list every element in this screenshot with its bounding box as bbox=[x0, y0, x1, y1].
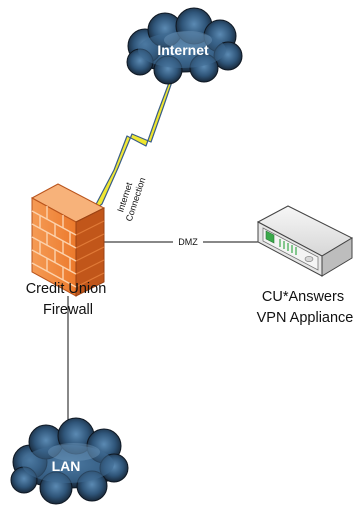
dmz-label: DMZ bbox=[178, 237, 198, 247]
dmz-label-bg bbox=[173, 235, 203, 248]
lan-label: LAN bbox=[52, 458, 81, 474]
internet-label: Internet bbox=[157, 42, 209, 58]
vpn-appliance-icon bbox=[256, 205, 354, 277]
firewall-label: Credit Union Firewall bbox=[26, 281, 111, 318]
firewall-icon bbox=[30, 183, 106, 297]
lan-cloud-icon bbox=[10, 417, 129, 505]
vpn-appliance-label: CU*Answers VPN Appliance bbox=[257, 289, 354, 326]
vpn-appliance-label-line2: VPN Appliance bbox=[257, 310, 354, 326]
internet-connection-label: Internet Connection bbox=[113, 173, 147, 223]
internet-cloud-icon bbox=[126, 7, 243, 85]
vpn-appliance-label-line1: CU*Answers bbox=[262, 289, 344, 305]
firewall-label-line2: Firewall bbox=[43, 302, 93, 318]
firewall-label-line1: Credit Union bbox=[26, 281, 107, 297]
